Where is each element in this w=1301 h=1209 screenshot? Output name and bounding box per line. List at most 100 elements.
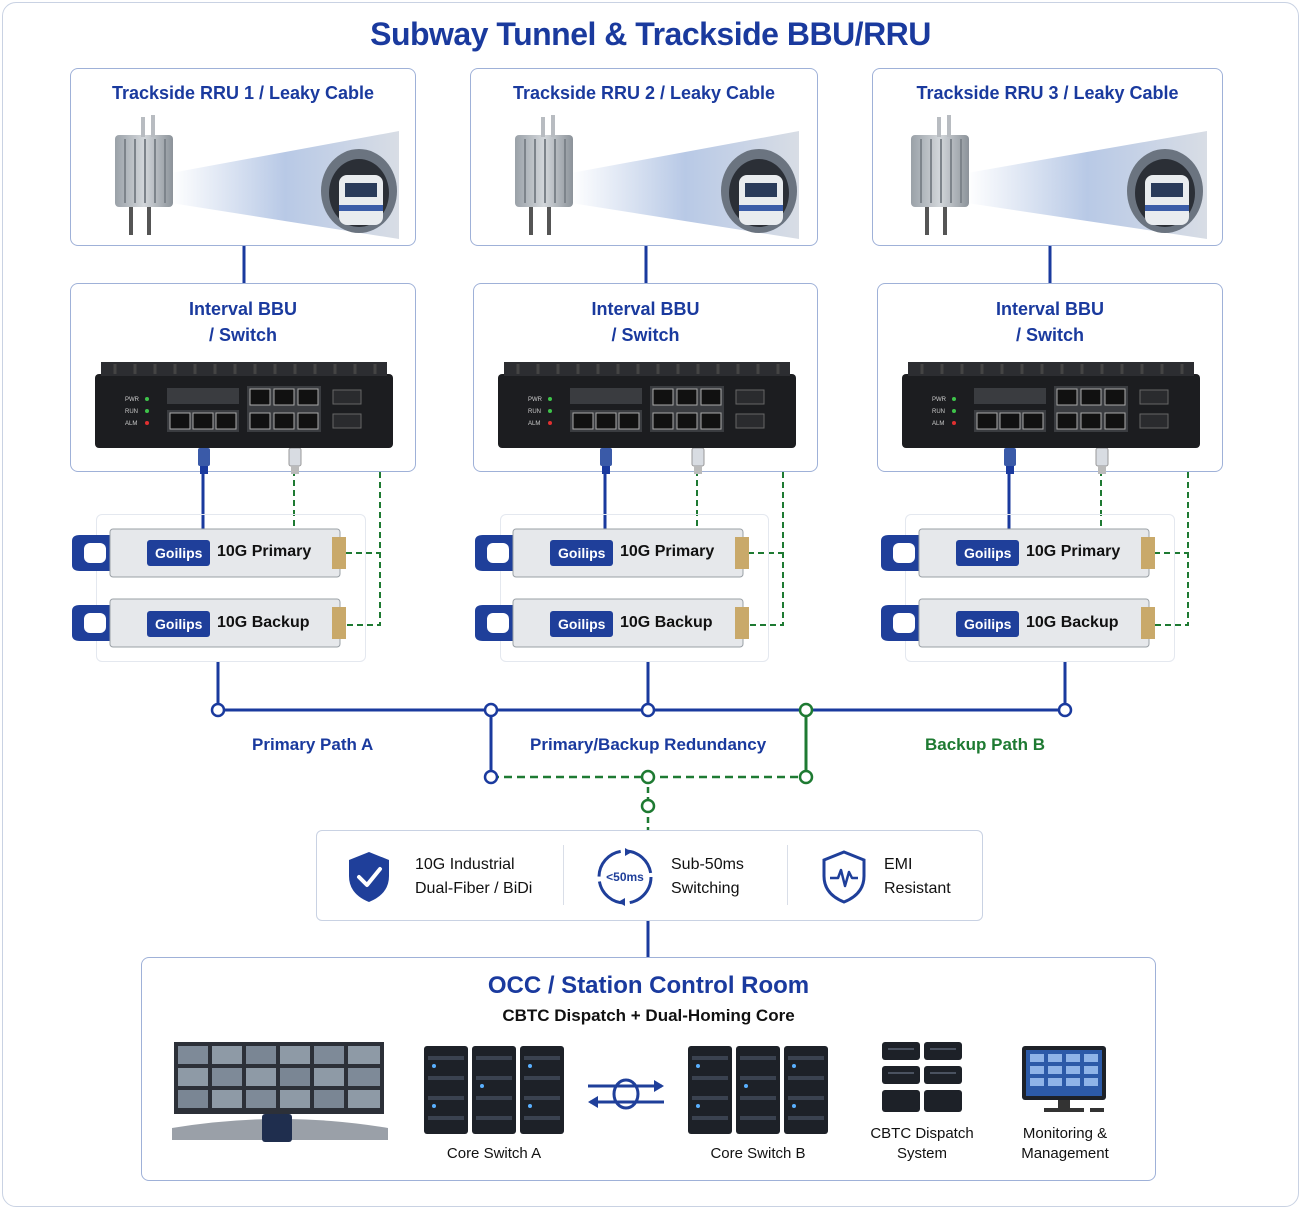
rru-tunnel-illustration-3 <box>911 115 1207 239</box>
bbu-switch-device-2: PWR RUN ALM <box>498 362 796 448</box>
rru-card-2: Trackside RRU 2 / Leaky Cable <box>470 68 818 246</box>
redundancy-label: Primary/Backup Redundancy <box>530 735 767 754</box>
features-box <box>316 830 983 921</box>
feature-divider-1 <box>563 845 564 905</box>
cbtc-label-line2: System <box>896 1145 947 1162</box>
bbu-title-2: Interval BBU / Switch <box>474 296 817 348</box>
dual-homing-arrows-icon <box>588 1078 664 1110</box>
led-label-alm-3: ALM <box>932 421 944 427</box>
bbu1-backup-loop <box>346 472 381 626</box>
node-3 <box>640 702 656 718</box>
node-7 <box>640 769 656 785</box>
node-8 <box>798 769 814 785</box>
bbu-switch-device-3: PWR RUN ALM <box>902 362 1200 448</box>
rru-title-1: Trackside RRU 1 / Leaky Cable <box>111 83 375 103</box>
monitoring-label: Monitoring & Management <box>1002 1124 1128 1164</box>
node-5 <box>1057 702 1073 718</box>
core-switch-a-label: Core Switch A <box>446 1145 542 1162</box>
sfp-brand-backup-1: Goilips <box>147 611 211 637</box>
sfp-label-primary-3: 10G Primary <box>1026 543 1121 560</box>
sfp-label-backup-2: 10G Backup <box>620 614 713 631</box>
sfp-brand-primary-1: Goilips <box>147 540 211 566</box>
shield-check-icon <box>349 852 389 902</box>
cbtc-label-line1: CBTC Dispatch <box>870 1125 974 1142</box>
fiber-connector-icon-3a <box>1004 448 1016 474</box>
feature-industrial: 10G Industrial Dual-Fiber / BiDi <box>415 853 532 901</box>
monitoring-label-line1: Monitoring & <box>1022 1125 1108 1142</box>
led-label-pwr-3: PWR <box>932 397 947 403</box>
bbu-title-2-line2: / Switch <box>611 325 680 345</box>
rru-tunnel-illustration-2 <box>515 115 799 239</box>
feature-divider-2 <box>787 845 788 905</box>
sfp-label-primary-2: 10G Primary <box>620 543 715 560</box>
bbu-title-2-line1: Interval BBU <box>591 299 700 319</box>
feature-emi-line1: EMI <box>884 856 913 873</box>
bbu2-backup-loop <box>748 472 784 626</box>
fiber-connector-icon-1b <box>288 448 302 474</box>
cbtc-server-icon <box>882 1042 962 1112</box>
node-9 <box>640 798 656 814</box>
feature-emi-line2: Resistant <box>884 880 951 897</box>
cbtc-label: CBTC Dispatch System <box>858 1124 986 1164</box>
led-label-run-1: RUN <box>125 409 138 415</box>
node-4 <box>798 702 814 718</box>
feature-emi: EMI Resistant <box>884 853 951 901</box>
video-wall-icon <box>172 1042 388 1142</box>
led-label-pwr-1: PWR <box>125 397 140 403</box>
switching-badge-text: <50ms <box>606 870 644 884</box>
feature-industrial-line1: 10G Industrial <box>415 856 515 873</box>
sfp-label-primary-1: 10G Primary <box>217 543 312 560</box>
led-label-alm-1: ALM <box>125 421 137 427</box>
bbu3-backup-loop <box>1154 472 1189 626</box>
led-label-run-3: RUN <box>932 409 945 415</box>
bbu-title-1-line1: Interval BBU <box>188 299 298 319</box>
bbu-title-3-line2: / Switch <box>1015 325 1084 345</box>
monitor-icon <box>1022 1046 1106 1112</box>
monitoring-label-line2: Management <box>1021 1145 1109 1162</box>
fiber-connector-icon-3b <box>1095 448 1109 474</box>
led-label-run-2: RUN <box>528 409 541 415</box>
fiber-connector-icon-2a <box>600 448 612 474</box>
primary-path-label: Primary Path A <box>252 735 374 754</box>
fiber-connector-icon-2b <box>691 448 705 474</box>
sfp-group-2 <box>500 514 769 662</box>
core-switch-a-icon <box>424 1046 564 1134</box>
bbu-title-1-line2: / Switch <box>208 325 277 345</box>
emi-shield-icon <box>822 850 866 904</box>
bbu-title-3: Interval BBU / Switch <box>878 296 1222 348</box>
fiber-connector-icon-1a <box>198 448 210 474</box>
occ-title: OCC / Station Control Room <box>487 972 810 999</box>
rru-card-1: Trackside RRU 1 / Leaky Cable <box>70 68 416 246</box>
feature-switching: Sub-50ms Switching <box>671 853 744 901</box>
led-label-pwr-2: PWR <box>528 397 543 403</box>
node-1 <box>210 702 226 718</box>
sfp-group-3 <box>905 514 1175 662</box>
bbu-switch-device-1: PWR RUN ALM <box>95 362 393 448</box>
core-switch-b-icon <box>688 1046 828 1134</box>
occ-subtitle: CBTC Dispatch + Dual-Homing Core <box>502 1006 795 1025</box>
bbu-card-2: Interval BBU / Switch PWR RUN ALM <box>473 283 818 472</box>
rru-title-3: Trackside RRU 3 / Leaky Cable <box>916 83 1179 103</box>
rru-title-2: Trackside RRU 2 / Leaky Cable <box>512 83 776 103</box>
node-2 <box>483 702 499 718</box>
core-switch-b-label: Core Switch B <box>710 1145 806 1162</box>
backup-path-label: Backup Path B <box>925 735 1045 754</box>
sfp-group-1 <box>96 514 366 662</box>
feature-switching-line1: Sub-50ms <box>671 856 744 873</box>
bbu-card-3: Interval BBU / Switch PWR RUN ALM <box>877 283 1223 472</box>
sfp-label-backup-3: 10G Backup <box>1026 614 1119 631</box>
bbu-title-3-line1: Interval BBU <box>995 299 1105 319</box>
page-title: Subway Tunnel & Trackside BBU/RRU <box>370 16 931 52</box>
sfp-brand-backup-3: Goilips <box>956 611 1020 637</box>
sfp-label-backup-1: 10G Backup <box>217 614 310 631</box>
feature-industrial-line2: Dual-Fiber / BiDi <box>415 880 533 897</box>
rru-tunnel-illustration-1 <box>115 115 399 239</box>
bbu-card-1: Interval BBU / Switch PWR RUN ALM <box>70 283 416 472</box>
sfp-brand-primary-3: Goilips <box>956 540 1020 566</box>
led-label-alm-2: ALM <box>528 421 540 427</box>
node-6 <box>483 769 499 785</box>
sfp-brand-primary-2: Goilips <box>550 540 614 566</box>
